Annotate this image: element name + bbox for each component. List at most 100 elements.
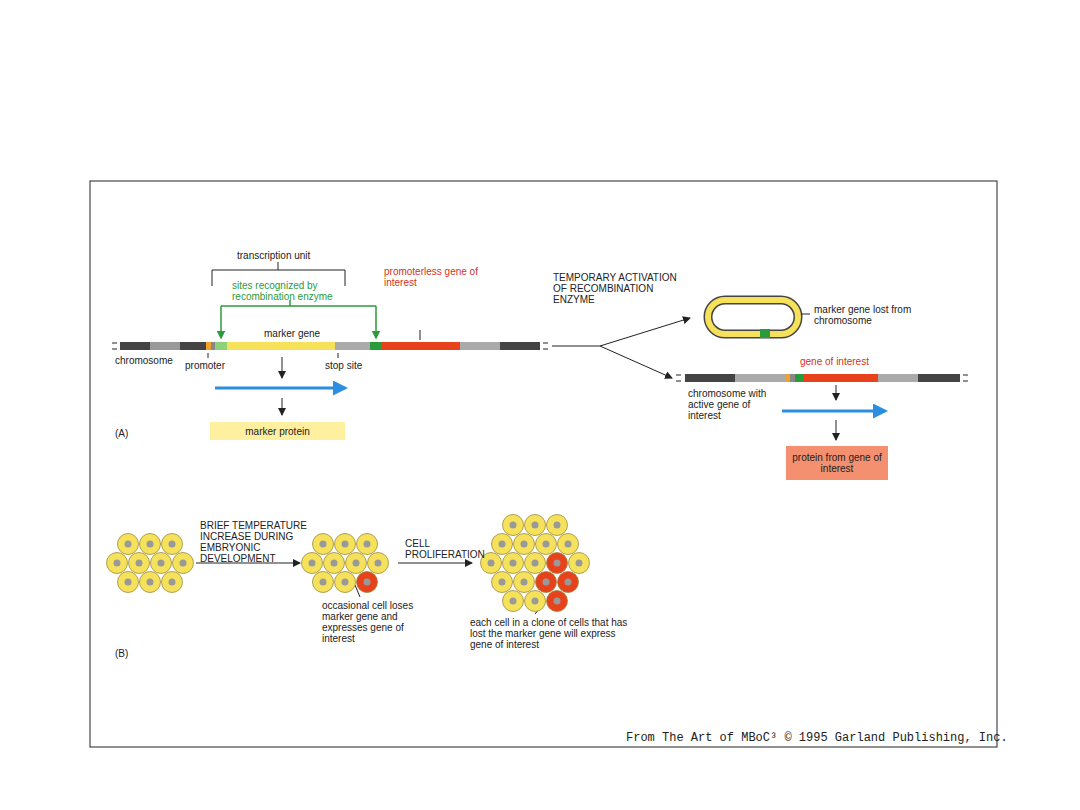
nucleus	[510, 598, 517, 605]
nucleus	[125, 541, 132, 548]
cell	[525, 553, 546, 574]
cell	[118, 572, 139, 593]
cell	[313, 534, 334, 555]
cell	[514, 572, 535, 593]
nucleus	[364, 541, 371, 548]
nucleus	[532, 598, 539, 605]
nucleus	[565, 541, 572, 548]
nucleus	[532, 522, 539, 529]
nucleus	[510, 560, 517, 567]
label: promoterless gene of interest	[384, 266, 494, 288]
cell	[335, 534, 356, 555]
nucleus	[543, 579, 550, 586]
label: BRIEF TEMPERATURE INCREASE DURING EMBRYO…	[200, 520, 320, 564]
cell	[357, 534, 378, 555]
nucleus	[342, 541, 349, 548]
label: gene of interest	[800, 356, 900, 367]
label: TEMPORARY ACTIVATION OF RECOMBINATION EN…	[553, 272, 693, 305]
nucleus	[554, 522, 561, 529]
label: sites recognized by recombination enzyme	[232, 280, 362, 302]
label: marker gene	[264, 328, 334, 339]
nucleus	[488, 560, 495, 567]
nucleus	[320, 579, 327, 586]
cell	[547, 515, 568, 536]
label: marker gene lost from chromosome	[814, 304, 924, 326]
nucleus	[158, 560, 165, 567]
chromosome-b	[676, 374, 968, 382]
cell	[558, 534, 579, 555]
nucleus	[309, 560, 316, 567]
label: (B)	[115, 648, 145, 659]
cell	[525, 515, 546, 536]
nucleus	[353, 560, 360, 567]
label: each cell in a clone of cells that has l…	[470, 617, 640, 650]
cell	[514, 534, 535, 555]
protein-box: protein from gene of interest	[786, 446, 888, 480]
cell	[536, 572, 557, 593]
cell	[547, 553, 568, 574]
panel-frame	[90, 181, 997, 747]
nucleus	[375, 560, 382, 567]
nucleus	[136, 560, 143, 567]
label: chromosome	[115, 355, 195, 366]
cell	[536, 534, 557, 555]
node-text: marker protein	[245, 426, 309, 437]
nucleus	[499, 579, 506, 586]
nucleus	[554, 598, 561, 605]
cell	[107, 553, 128, 574]
nucleus	[521, 541, 528, 548]
cell	[569, 553, 590, 574]
cell	[503, 591, 524, 612]
chromosome-a	[112, 342, 548, 350]
nucleus	[147, 541, 154, 548]
cell	[140, 572, 161, 593]
nucleus	[147, 579, 154, 586]
nucleus	[125, 579, 132, 586]
cell	[492, 572, 513, 593]
nucleus	[543, 541, 550, 548]
label: (A)	[115, 428, 145, 439]
nucleus	[169, 541, 176, 548]
label: chromosome with active gene of interest	[688, 388, 778, 421]
cell	[368, 553, 389, 574]
cell	[547, 591, 568, 612]
cell	[151, 553, 172, 574]
cell	[313, 572, 334, 593]
cell	[525, 591, 546, 612]
label: CELL PROLIFERATION	[405, 538, 485, 560]
nucleus	[169, 579, 176, 586]
label: promoter	[185, 360, 245, 371]
label: occasional cell loses marker gene and ex…	[322, 600, 432, 644]
cell	[503, 553, 524, 574]
cell	[118, 534, 139, 555]
nucleus	[364, 579, 371, 586]
cell	[162, 572, 183, 593]
cell	[558, 572, 579, 593]
cell	[324, 553, 345, 574]
nucleus	[532, 560, 539, 567]
cell	[346, 553, 367, 574]
nucleus	[510, 522, 517, 529]
cell	[492, 534, 513, 555]
nucleus	[499, 541, 506, 548]
cell	[335, 572, 356, 593]
nucleus	[576, 560, 583, 567]
cell	[129, 553, 150, 574]
node-text: protein from gene of interest	[790, 452, 884, 474]
cell	[357, 572, 378, 593]
nucleus	[521, 579, 528, 586]
nucleus	[180, 560, 187, 567]
cell	[302, 553, 323, 574]
label: stop site	[325, 360, 385, 371]
nucleus	[114, 560, 121, 567]
protein-box: marker protein	[210, 422, 345, 440]
nucleus	[554, 560, 561, 567]
label: From The Art of MBoC³ © 1995 Garland Pub…	[626, 732, 1008, 745]
cell	[162, 534, 183, 555]
cell	[173, 553, 194, 574]
nucleus	[331, 560, 338, 567]
nucleus	[320, 541, 327, 548]
nucleus	[565, 579, 572, 586]
cell	[503, 515, 524, 536]
